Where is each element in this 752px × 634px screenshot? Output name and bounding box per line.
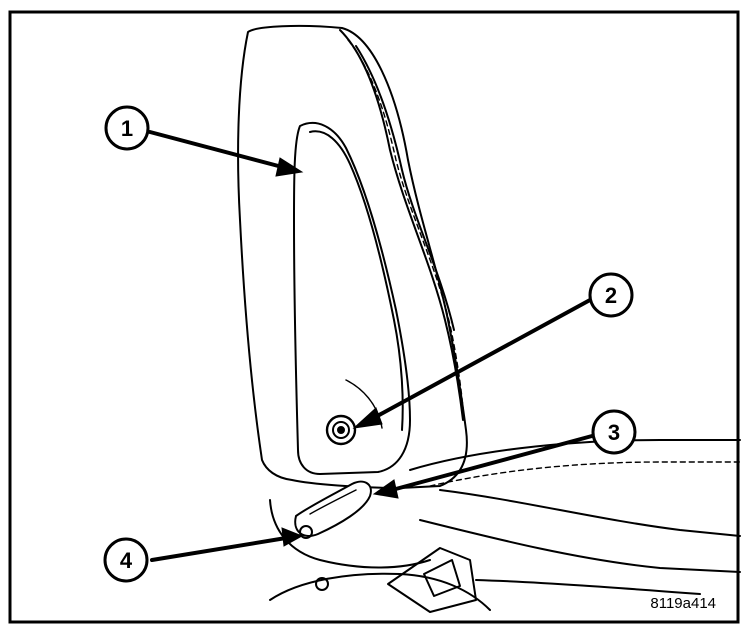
side-trim-panel-edge [309, 130, 404, 431]
pivot-fastener-mid [332, 421, 350, 439]
seat-cushion-top [409, 439, 741, 471]
arrowhead-4 [281, 527, 304, 547]
belt-strap [475, 579, 701, 595]
arrowhead-3 [372, 479, 399, 499]
callout-2-label: 2 [605, 283, 617, 308]
leader-3 [390, 434, 594, 492]
seat-illustration [237, 24, 741, 613]
seat-back-seam-inner [355, 45, 455, 331]
release-handle-grip [309, 489, 357, 515]
callout-2: 2 [588, 272, 634, 318]
callout-1-label: 1 [121, 116, 133, 141]
pivot-fastener-center [337, 426, 345, 434]
belt-buckle [387, 547, 477, 613]
seat-back-seam-stitch [347, 39, 465, 419]
figure-id: 8119a414 [650, 595, 716, 612]
leader-4 [150, 536, 288, 562]
seat-cushion-seam [429, 461, 741, 487]
release-handle [294, 480, 372, 537]
pivot-fastener-outer [325, 414, 357, 446]
arrowhead-2 [352, 407, 383, 429]
seat-base-outline [269, 499, 431, 569]
handle-fastener [299, 525, 313, 539]
seat-base-lower [269, 572, 491, 611]
callout-4-label: 4 [120, 548, 133, 573]
side-trim-panel [293, 121, 411, 475]
figure-frame [8, 10, 740, 624]
leader-2 [368, 298, 592, 422]
arrowhead-1 [275, 157, 304, 177]
callout-4: 4 [103, 537, 149, 583]
seat-cushion-side [439, 489, 741, 537]
seat-cushion-lower [419, 519, 741, 573]
base-bolt [315, 577, 329, 591]
callout-3-label: 3 [608, 420, 620, 445]
callout-3: 3 [591, 409, 637, 455]
callout-1: 1 [104, 105, 150, 151]
seat-back-seam-outer [339, 29, 464, 421]
leader-lines [148, 130, 594, 562]
leader-1 [148, 130, 288, 170]
belt-buckle-slot [423, 559, 461, 597]
